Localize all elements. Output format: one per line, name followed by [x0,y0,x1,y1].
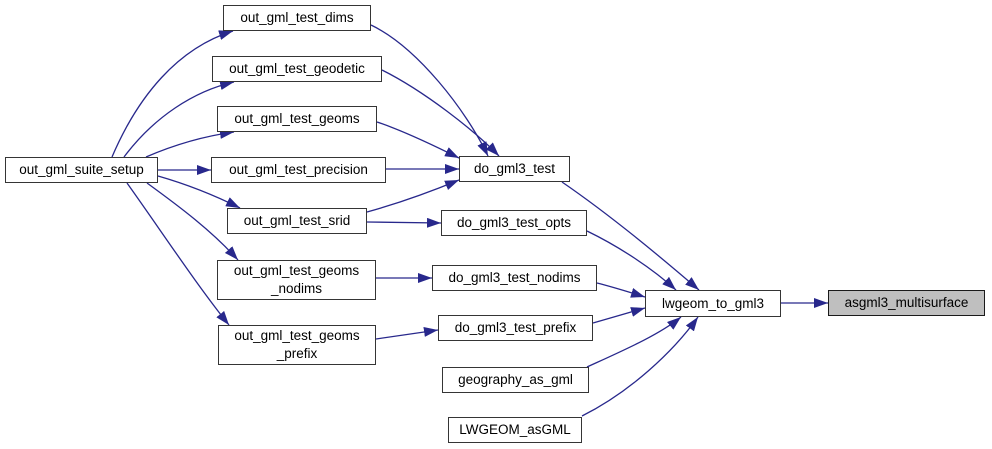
node-out-gml-test-geodetic[interactable]: out_gml_test_geodetic [212,56,382,82]
edge-geography-to-lwgeom [586,316,682,368]
edge-opts-to-lwgeom [586,230,677,291]
edge-setup-to-srid [157,175,241,209]
node-label: geography_as_gml [458,372,573,388]
node-out-gml-test-precision[interactable]: out_gml_test_precision [211,157,386,183]
edge-geodetic-to-test [381,69,500,157]
node-out-gml-test-dims[interactable]: out_gml_test_dims [223,5,371,31]
edge-setup-to-geoms-nodims [146,182,239,261]
node-do-gml3-test[interactable]: do_gml3_test [459,156,570,182]
edge-setup-to-dims [111,30,234,158]
node-label: out_gml_test_geodetic [229,61,365,77]
node-label: out_gml_suite_setup [19,162,144,178]
node-asgml3-multisurface: asgml3_multisurface [828,290,985,316]
edge-test-prefix-to-lwgeom [592,307,646,324]
node-label: do_gml3_test_nodims [448,270,581,286]
node-out-gml-test-geoms-prefix[interactable]: out_gml_test_geoms _prefix [218,325,376,365]
node-label: do_gml3_test_prefix [454,320,577,336]
node-out-gml-suite-setup[interactable]: out_gml_suite_setup [5,157,158,183]
edge-setup-to-geoms-prefix [126,182,230,326]
edge-lwgeomasgml-to-lwgeom [581,316,699,417]
node-label: out_gml_test_geoms _nodims [233,263,360,296]
edge-dims-to-test [370,24,489,157]
node-out-gml-test-geoms-nodims[interactable]: out_gml_test_geoms _nodims [217,260,376,300]
edge-srid-to-opts [366,217,442,228]
node-label: out_gml_test_precision [229,162,368,178]
edge-test-to-lwgeom [561,181,700,291]
node-do-gml3-test-prefix[interactable]: do_gml3_test_prefix [438,315,593,341]
node-label: out_gml_test_srid [243,213,351,229]
node-out-gml-test-srid[interactable]: out_gml_test_srid [227,208,367,234]
node-label: out_gml_test_dims [240,10,354,26]
node-lwgeom-asgml[interactable]: LWGEOM_asGML [448,417,582,443]
node-label: do_gml3_test_opts [456,215,572,231]
node-label: LWGEOM_asGML [459,422,571,438]
edge-test-nodims-to-lwgeom [596,282,646,298]
node-out-gml-test-geoms[interactable]: out_gml_test_geoms [217,106,377,132]
node-lwgeom-to-gml3[interactable]: lwgeom_to_gml3 [645,290,781,317]
node-label: lwgeom_to_gml3 [661,295,765,311]
node-geography-as-gml[interactable]: geography_as_gml [442,367,589,393]
node-label: out_gml_test_geoms [234,111,360,127]
node-do-gml3-test-opts[interactable]: do_gml3_test_opts [441,210,587,236]
edge-srid-to-test [366,179,460,213]
node-do-gml3-test-nodims[interactable]: do_gml3_test_nodims [432,265,597,291]
edge-geoms-to-test [376,121,460,159]
edge-geoms-prefix-to-test-prefix [375,327,439,340]
node-label: asgml3_multisurface [844,295,969,311]
node-label: do_gml3_test [473,161,556,177]
edge-group [111,24,828,417]
node-label: out_gml_test_geoms _prefix [234,328,360,361]
edge-setup-to-geoms [145,128,235,158]
edge-setup-to-geodetic [123,80,235,158]
